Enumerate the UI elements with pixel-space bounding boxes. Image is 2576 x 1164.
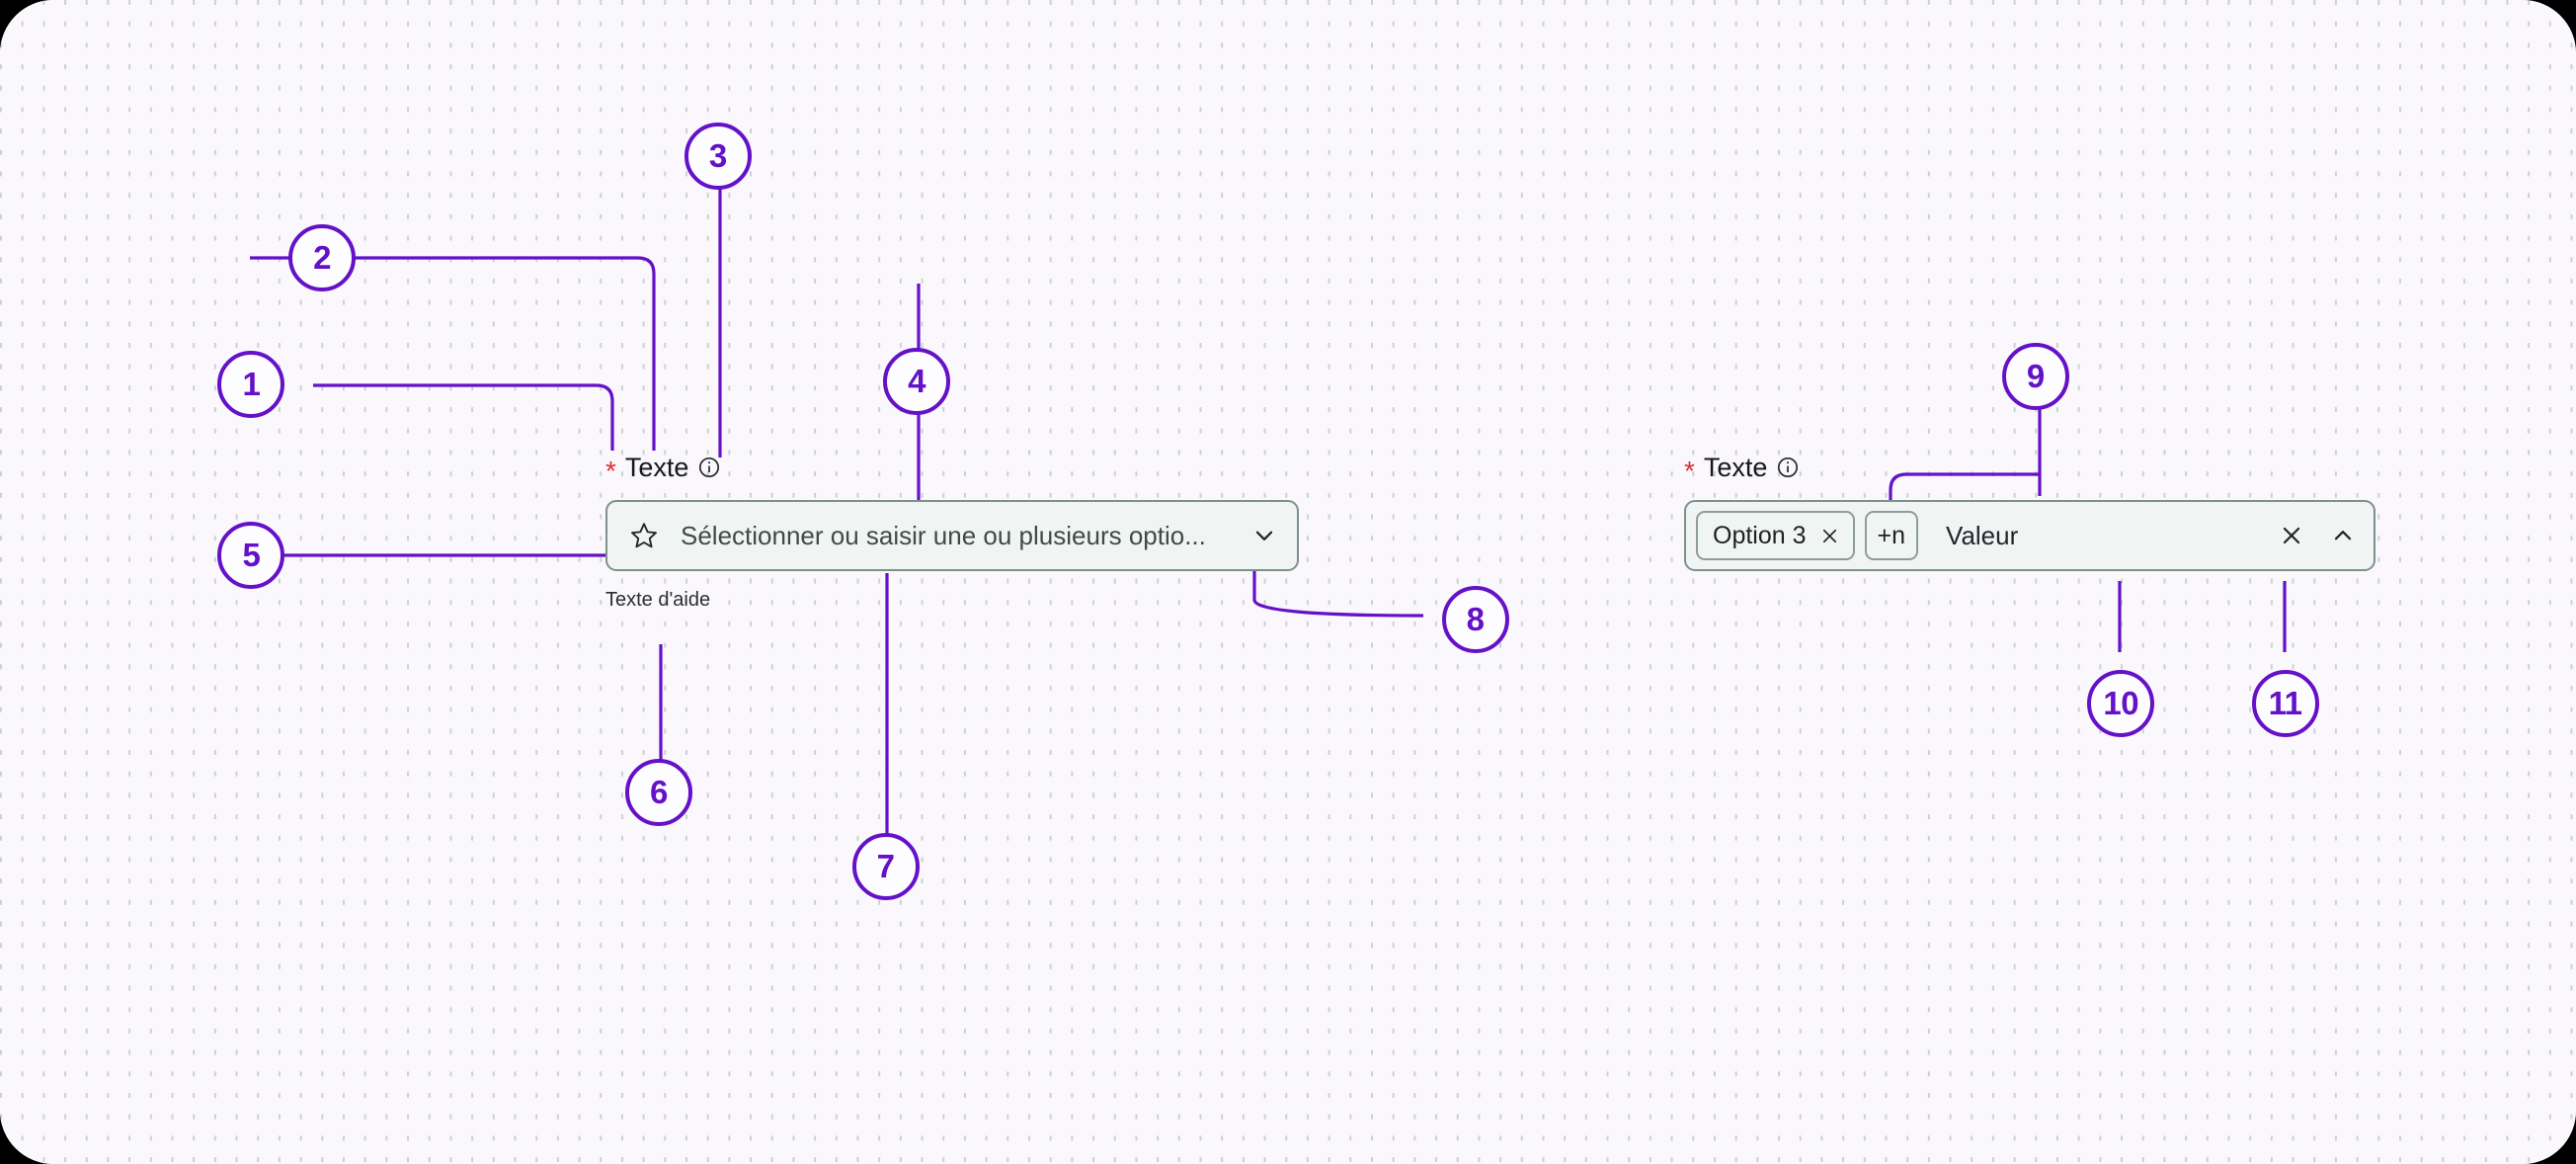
star-icon[interactable] [629,521,659,550]
left-field-placeholder: Sélectionner ou saisir une ou plusieurs … [681,520,1206,550]
right-field-value: Valeur [1946,520,2019,550]
chip-overflow-label: +n [1877,521,1906,549]
chip-label: Option 3 [1713,521,1807,549]
callout-marker-11[interactable]: 11 [2251,670,2319,738]
callout-marker-7[interactable]: 7 [851,832,920,900]
callout-marker-9[interactable]: 9 [2001,343,2069,411]
callout-marker-4[interactable]: 4 [883,348,951,415]
chevron-down-icon[interactable] [1251,523,1277,548]
left-multiselect-field[interactable]: Sélectionner ou saisir une ou plusieurs … [605,500,1299,571]
required-asterisk: * [1684,456,1695,486]
callout-marker-3[interactable]: 3 [684,123,752,191]
callout-marker-8[interactable]: 8 [1441,586,1509,654]
left-field-help-text: Texte d'aide [605,589,711,611]
close-icon[interactable] [1819,526,1840,546]
left-field-label-row: * Texte [605,452,1299,485]
clear-icon[interactable] [2279,523,2304,548]
info-circle-icon[interactable] [697,456,721,479]
callout-marker-2[interactable]: 2 [288,224,356,292]
callout-marker-10[interactable]: 10 [2087,670,2155,738]
left-field-group: * Texte Sélectionner ou saisir une ou pl… [605,454,1299,612]
chip-option-3[interactable]: Option 3 [1696,511,1855,560]
right-field-group: * Texte Option 3 [1684,454,2375,571]
callout-marker-1[interactable]: 1 [217,351,285,419]
chevron-up-icon[interactable] [2330,523,2356,548]
chip-overflow-count[interactable]: +n [1864,511,1919,560]
right-field-label: Texte [1703,452,1768,482]
required-asterisk: * [605,456,616,486]
callout-marker-6[interactable]: 6 [624,758,692,826]
selected-chips: Option 3 +n [1696,511,1919,560]
right-field-label-row: * Texte [1684,452,2375,485]
callout-marker-5[interactable]: 5 [217,522,285,590]
info-circle-icon[interactable] [1776,456,1800,479]
left-field-label: Texte [624,452,689,482]
right-multiselect-field[interactable]: Option 3 +n Valeur [1684,500,2375,571]
right-field-actions [2279,523,2356,548]
